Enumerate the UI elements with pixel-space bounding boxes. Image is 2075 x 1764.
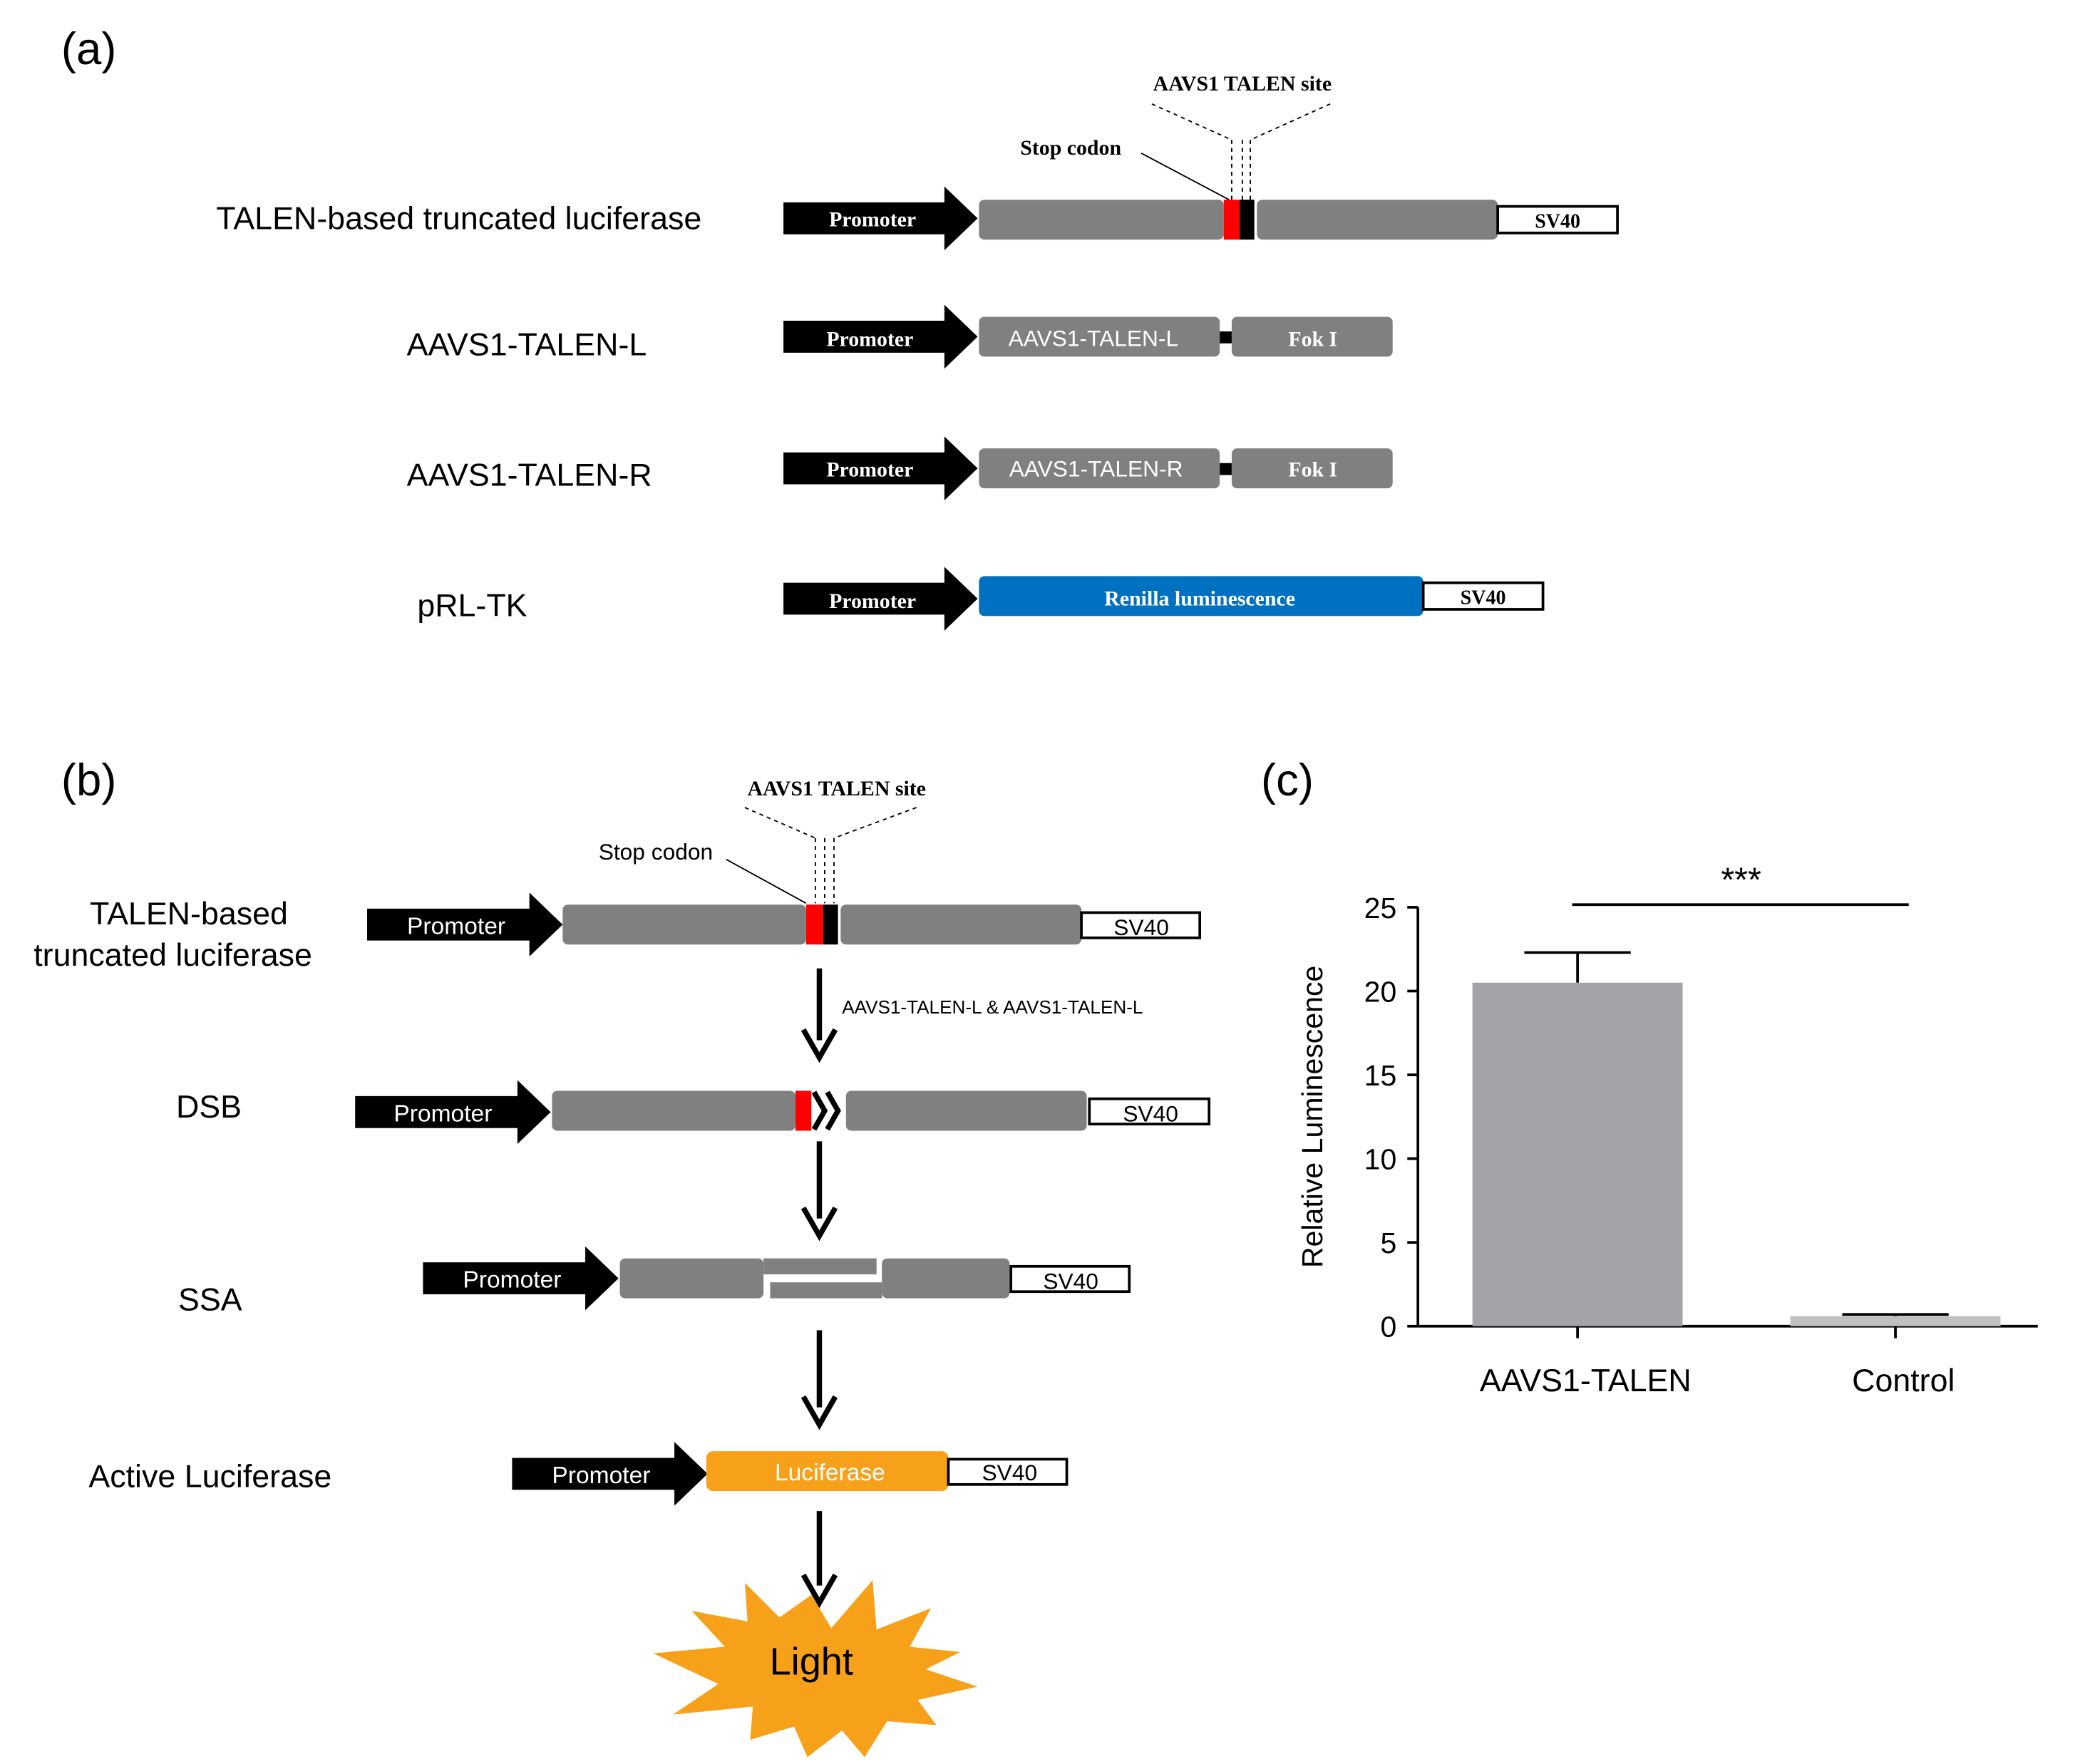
b-site-label: AAVS1 TALEN site	[748, 777, 926, 800]
b-step2-luciferase-3-block	[845, 1090, 1087, 1131]
x-tick-label-1: Control	[1852, 1363, 1955, 1398]
b-step3-left-block	[619, 1258, 764, 1299]
b-step3-promoter-label: Promoter	[463, 1267, 561, 1294]
a-row2-label: AAVS1-TALEN-L	[407, 327, 647, 363]
a-row1-luciferase-5-block	[979, 200, 1224, 240]
b-step1-luciferase-3-block	[840, 904, 1082, 945]
b-step1-talen-site	[823, 904, 838, 945]
a-row4-renilla-block	[979, 576, 1423, 617]
y-tick-label-3: 15	[1364, 1059, 1397, 1092]
a-row3-label: AAVS1-TALEN-R	[407, 457, 652, 492]
a-row2-linker	[1220, 331, 1232, 344]
b-step1-promoter-label: Promoter	[407, 913, 505, 939]
a-row2-foki-label: Fok I	[1288, 327, 1337, 351]
a-row1-talen-site	[1240, 200, 1255, 240]
x-tick-label-0: AAVS1-TALEN	[1480, 1363, 1692, 1398]
significance-label: ***	[1721, 861, 1761, 899]
b-step1-promoter-arrow	[367, 892, 563, 956]
a-row1-promoter-arrow	[783, 186, 978, 251]
light-burst-icon	[653, 1580, 978, 1758]
b-transition-label: AAVS1-TALEN-L & AAVS1-TALEN-L	[842, 996, 1143, 1018]
b-step3-promoter-arrow	[423, 1246, 619, 1311]
bar-1	[1790, 1316, 2001, 1326]
b-step4-sv40-label: SV40	[982, 1460, 1038, 1485]
a-row4-promoter-arrow	[783, 567, 978, 631]
b-step3-sv40-box	[1009, 1264, 1131, 1294]
b-arrow-2	[800, 1141, 838, 1242]
b-site-dashed-lines	[744, 807, 917, 904]
a-row1-sv40-label: SV40	[1535, 210, 1580, 232]
b-step1-label-line2: truncated luciferase	[34, 937, 312, 973]
panel-label-a: (a)	[61, 24, 117, 74]
b-step1-stop-codon	[805, 904, 824, 945]
y-tick-label-0: 0	[1380, 1311, 1396, 1343]
a-row2-promoter-label: Promoter	[826, 327, 913, 351]
b-step3-upper-strand	[763, 1258, 877, 1274]
b-arrow-4	[800, 1511, 838, 1609]
b-step1-luciferase-5-block	[562, 904, 806, 945]
a-row1-promoter-label: Promoter	[829, 208, 916, 232]
b-step2-stop-codon	[795, 1090, 812, 1131]
b-arrow-3	[800, 1330, 838, 1430]
a-row3-foki-label: Fok I	[1288, 458, 1337, 481]
bar-0	[1472, 982, 1683, 1326]
a-row3-foki-domain	[1231, 448, 1393, 489]
b-step2-label: DSB	[176, 1089, 242, 1125]
a-site-dashed-lines	[1151, 103, 1331, 200]
a-row1-luciferase-3-block	[1257, 200, 1498, 240]
a-row4-label: pRL-TK	[417, 587, 527, 623]
a-stop-pointer	[1141, 153, 1230, 201]
light-label: Light	[770, 1641, 853, 1683]
b-step1-sv40-box	[1080, 911, 1202, 939]
a-row2-foki-domain	[1231, 316, 1393, 357]
a-row1-label: TALEN-based truncated luciferase	[216, 200, 701, 236]
b-step2-promoter-label: Promoter	[393, 1100, 492, 1127]
b-step4-luciferase-block	[706, 1451, 949, 1492]
b-step3-right-block	[882, 1258, 1010, 1299]
b-step4-promoter-label: Promoter	[552, 1463, 650, 1489]
a-row3-promoter-label: Promoter	[826, 458, 913, 481]
a-row4-renilla-label: Renilla luminescence	[1104, 587, 1295, 610]
a-row3-talen-domain-label: AAVS1-TALEN-R	[1009, 455, 1183, 481]
b-stop-label: Stop codon	[599, 839, 713, 865]
a-row4-sv40-box	[1421, 581, 1545, 611]
a-stop-label: Stop codon	[1020, 136, 1121, 160]
a-row1-sv40-box	[1496, 205, 1619, 234]
b-step2-sv40-label: SV40	[1123, 1100, 1178, 1126]
b-step1-sv40-label: SV40	[1113, 914, 1169, 940]
a-row4-sv40-label: SV40	[1461, 587, 1506, 609]
y-tick-label-1: 5	[1380, 1227, 1396, 1259]
b-step3-lower-strand	[770, 1282, 882, 1299]
a-row2-talen-domain	[979, 316, 1220, 357]
a-row2-promoter-arrow	[783, 304, 978, 369]
b-arrow-1	[800, 968, 838, 1063]
y-tick-label-5: 25	[1364, 892, 1397, 924]
b-step2-break-chevrons	[811, 1090, 841, 1131]
b-step2-sv40-box	[1088, 1097, 1211, 1125]
b-step1-label-line1: TALEN-based	[90, 896, 288, 932]
b-step2-promoter-arrow	[355, 1080, 551, 1145]
a-row3-linker	[1220, 463, 1232, 475]
b-step4-promoter-arrow	[512, 1442, 708, 1506]
b-stop-pointer	[726, 858, 807, 904]
a-row4-promoter-label: Promoter	[829, 589, 916, 613]
b-step4-label: Active Luciferase	[88, 1459, 331, 1495]
panel-label-c: (c)	[1261, 755, 1314, 805]
b-step4-sv40-box	[947, 1458, 1069, 1486]
y-axis-label: Relative Luminescence	[1296, 966, 1329, 1268]
a-row2-talen-domain-label: AAVS1-TALEN-L	[1009, 325, 1179, 351]
a-site-label: AAVS1 TALEN site	[1153, 72, 1332, 96]
y-tick-label-2: 10	[1364, 1143, 1397, 1176]
b-step3-label: SSA	[178, 1281, 242, 1317]
b-step3-sv40-label: SV40	[1043, 1269, 1098, 1294]
panel-label-b: (b)	[61, 755, 117, 805]
a-row1-stop-codon	[1223, 200, 1240, 240]
y-tick-label-4: 20	[1364, 975, 1397, 1008]
b-step2-luciferase-5-block	[552, 1090, 795, 1131]
b-step4-luciferase-label: Luciferase	[775, 1460, 885, 1486]
a-row3-talen-domain	[979, 448, 1220, 489]
